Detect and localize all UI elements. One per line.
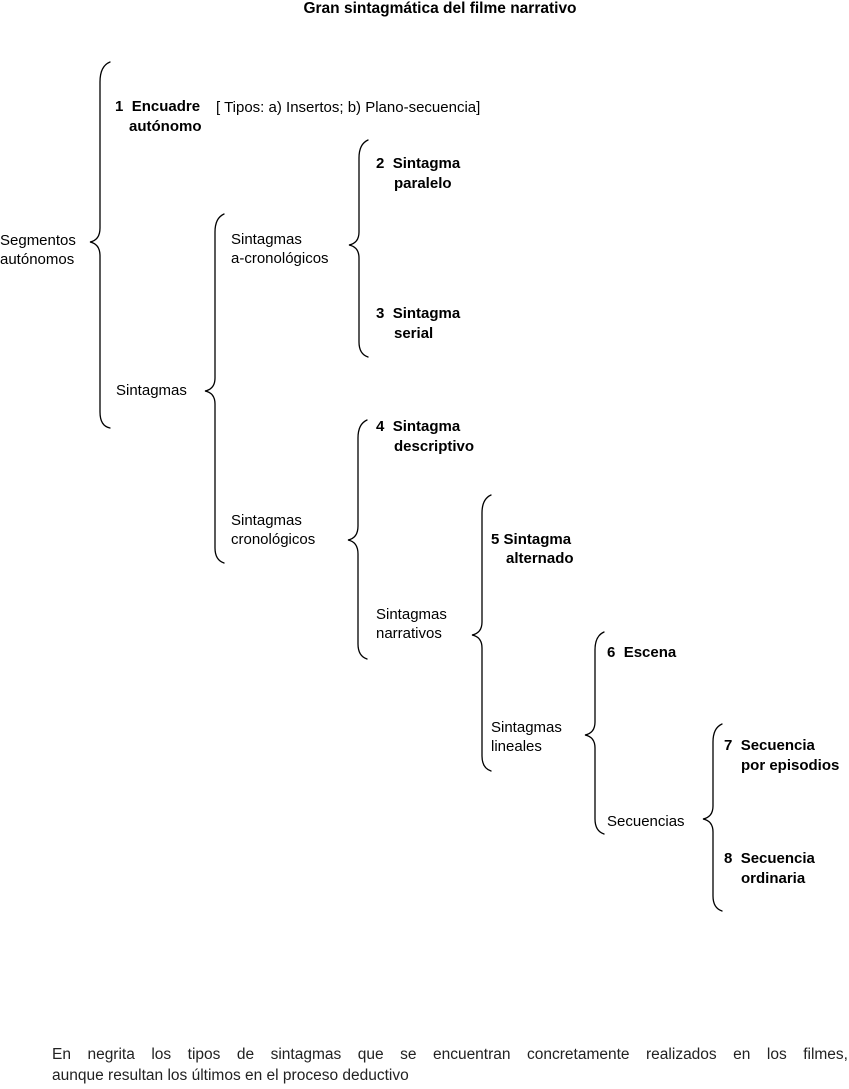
node-paralelo-line2: paralelo bbox=[394, 175, 452, 192]
node-escena-number: 6 bbox=[607, 644, 616, 661]
node-lineales-line2: lineales bbox=[491, 738, 542, 755]
footnote-line2: aunque resultan los últimos en el proces… bbox=[52, 1067, 409, 1084]
node-alternado-line2: alternado bbox=[506, 550, 574, 567]
node-sintagma-descriptivo: 4 Sintagma bbox=[376, 417, 460, 436]
brace-secuencias bbox=[702, 723, 723, 912]
diagram-title: Gran sintagmática del filme narrativo bbox=[303, 0, 577, 17]
brace-narrativos bbox=[471, 494, 492, 772]
node-episodios-line2: por episodios bbox=[741, 757, 840, 774]
node-paralelo-number: 2 bbox=[376, 155, 385, 172]
node-encuadre-note: [ Tipos: a) Insertos; b) Plano-secuencia… bbox=[216, 99, 481, 116]
node-descriptivo-line1: Sintagma bbox=[392, 418, 461, 435]
node-descriptivo-line2: descriptivo bbox=[394, 438, 475, 455]
brace-cronologicos bbox=[347, 419, 368, 660]
node-sintagmas-acronologicos: Sintagmas a-cronológicos bbox=[231, 230, 329, 268]
node-serial-number: 3 bbox=[376, 305, 385, 322]
node-escena: 6 Escena bbox=[607, 643, 676, 662]
footnote: En negrita los tipos de sintagmas que se… bbox=[52, 1044, 848, 1086]
brace-lineales bbox=[584, 631, 605, 835]
node-sintagma-serial: 3 Sintagma bbox=[376, 304, 460, 323]
node-ordinaria-line1: Secuencia bbox=[740, 850, 815, 867]
node-encuadre-line2: autónomo bbox=[129, 118, 202, 135]
node-paralelo-line1: Sintagma bbox=[392, 155, 461, 172]
node-sintagmas: Sintagmas bbox=[116, 382, 187, 399]
node-lineales-line1: Sintagmas bbox=[491, 719, 562, 736]
node-alternado-line1: Sintagma bbox=[503, 531, 572, 548]
node-encuadre-line1: Encuadre bbox=[131, 98, 201, 115]
brace-sintagmas bbox=[204, 213, 225, 564]
node-encuadre-autonomo: 1 Encuadre bbox=[115, 97, 200, 116]
node-sintagma-alternado: 5 Sintagma bbox=[491, 530, 571, 549]
node-cronologicos-line2: cronológicos bbox=[231, 531, 316, 548]
node-secuencias: Secuencias bbox=[607, 813, 685, 830]
node-acronologicos-line1: Sintagmas bbox=[231, 231, 302, 248]
node-sintagmas-cronologicos: Sintagmas cronológicos bbox=[231, 511, 315, 549]
node-escena-line1: Escena bbox=[623, 644, 677, 661]
node-sintagma-paralelo: 2 Sintagma bbox=[376, 154, 460, 173]
node-episodios-line1: Secuencia bbox=[740, 737, 815, 754]
node-ordinaria-line2: ordinaria bbox=[741, 870, 806, 887]
node-acronologicos-line2: a-cronológicos bbox=[231, 250, 329, 267]
node-encuadre-number: 1 bbox=[115, 98, 124, 115]
node-sintagmas-lineales: Sintagmas lineales bbox=[491, 718, 562, 756]
node-narrativos-line1: Sintagmas bbox=[376, 606, 447, 623]
brace-acronologicos bbox=[348, 139, 369, 358]
node-alternado-number: 5 bbox=[491, 531, 500, 548]
node-narrativos-line2: narrativos bbox=[376, 625, 442, 642]
node-secuencia-ordinaria: 8 Secuencia bbox=[724, 849, 815, 868]
node-ordinaria-number: 8 bbox=[724, 850, 733, 867]
footnote-line1: En negrita los tipos de sintagmas que se… bbox=[52, 1046, 848, 1063]
node-descriptivo-number: 4 bbox=[376, 418, 385, 435]
node-segmentos-line1: Segmentos bbox=[0, 232, 76, 249]
node-segmentos-autonomos: Segmentos autónomos bbox=[0, 231, 76, 269]
node-sintagmas-narrativos: Sintagmas narrativos bbox=[376, 605, 447, 643]
node-serial-line2: serial bbox=[394, 325, 434, 342]
node-episodios-number: 7 bbox=[724, 737, 733, 754]
node-segmentos-line2: autónomos bbox=[0, 251, 75, 268]
brace-segmentos bbox=[89, 61, 111, 429]
node-serial-line1: Sintagma bbox=[392, 305, 461, 322]
node-secuencia-episodios: 7 Secuencia bbox=[724, 736, 815, 755]
node-cronologicos-line1: Sintagmas bbox=[231, 512, 302, 529]
